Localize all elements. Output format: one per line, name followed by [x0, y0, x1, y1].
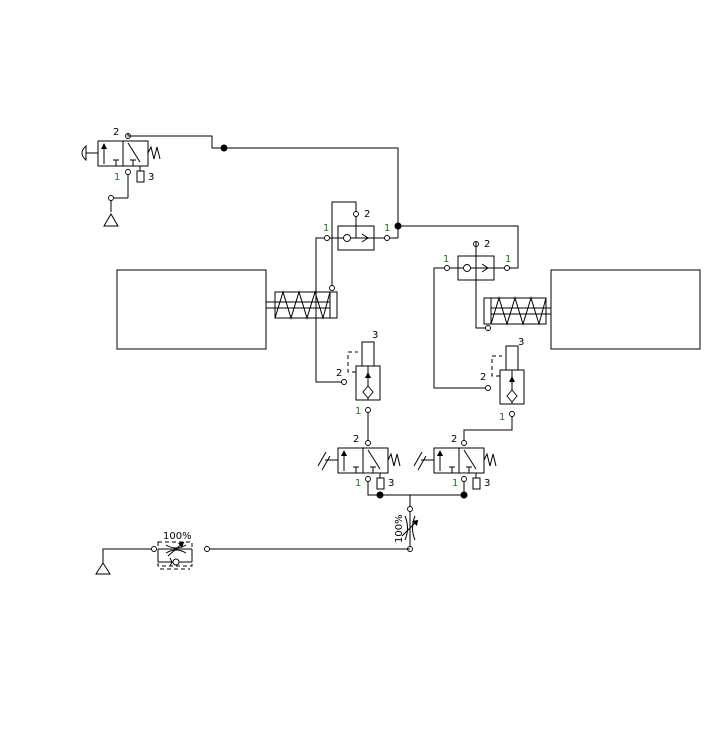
or2-port-2-label: 2 — [484, 239, 490, 250]
line-or2-to-right-cylinder — [475, 242, 488, 329]
quick-exhaust-valve-1[interactable] — [347, 341, 381, 401]
valve-1-pushbutton[interactable] — [81, 140, 161, 183]
line-to-or2-right — [398, 225, 519, 269]
flow-control-valve-horizontal[interactable] — [151, 541, 210, 570]
qe2-port-3-label: 3 — [518, 337, 524, 348]
shuttle-valve-1[interactable] — [327, 225, 387, 251]
qe2-port-2-label: 2 — [480, 372, 486, 383]
quick-exhaust-valve-2[interactable] — [491, 345, 525, 405]
v1-port-2-label: 2 — [113, 127, 119, 138]
or1-port-1-left-label: 1 — [323, 223, 329, 234]
v3-port-1-label: 1 — [452, 478, 458, 489]
qe2-port-1-label: 1 — [499, 412, 505, 423]
line-qe1-to-or1 — [315, 237, 342, 383]
left-cylinder[interactable] — [266, 290, 338, 320]
v3-port-2-label: 2 — [451, 434, 457, 445]
line-v1-to-junction — [127, 133, 399, 226]
qe1-port-1-label: 1 — [355, 406, 361, 417]
valve-3-lever[interactable] — [413, 447, 497, 490]
left-load-block — [116, 269, 267, 350]
flow-control-valve-vertical[interactable] — [401, 515, 419, 541]
v3-port-3-label: 3 — [484, 478, 490, 489]
line-qe2-to-or2 — [433, 267, 486, 389]
right-load-block — [550, 269, 701, 350]
line-or1-to-left-cylinder — [331, 201, 357, 286]
qe1-port-3-label: 3 — [372, 330, 378, 341]
v2-port-2-label: 2 — [353, 434, 359, 445]
flow-control-horizontal-setting: 100% — [163, 531, 192, 542]
right-cylinder[interactable] — [483, 296, 551, 326]
or1-port-2-label: 2 — [364, 209, 370, 220]
or2-port-1-left-label: 1 — [443, 254, 449, 265]
v2-port-1-label: 1 — [355, 478, 361, 489]
air-supply-icon — [103, 213, 119, 227]
qe1-port-2-label: 2 — [336, 368, 342, 379]
or1-port-1-right-label: 1 — [384, 223, 390, 234]
v1-port-3-label: 3 — [148, 172, 154, 183]
air-supply-main-icon — [95, 562, 111, 575]
flow-control-vertical-setting: 100% — [394, 514, 405, 543]
line-supply-bus — [367, 481, 465, 496]
line-main-supply — [102, 548, 154, 564]
v2-port-3-label: 3 — [388, 478, 394, 489]
valve-2-lever[interactable] — [317, 447, 401, 490]
shuttle-valve-2[interactable] — [447, 255, 507, 281]
v1-port-1-label: 1 — [114, 172, 120, 183]
or2-port-1-right-label: 1 — [505, 254, 511, 265]
